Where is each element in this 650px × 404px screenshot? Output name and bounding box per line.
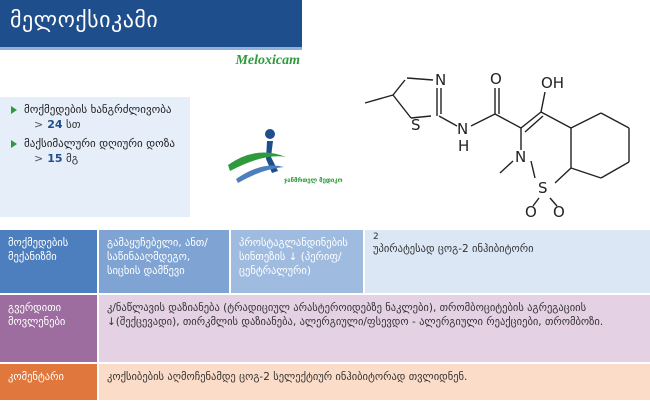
cell-side-effects: კ/ნაწლავის დაზიანება (ტრადიციულ არასტერო… xyxy=(99,295,650,362)
atom-n-thiazine: N xyxy=(515,148,526,166)
table-row-comment: კომენტარი კოქსიბების აღმოჩენამდე ცოგ-2 ს… xyxy=(0,364,650,400)
atom-s-ring: S xyxy=(411,116,421,134)
molecule-bonds xyxy=(364,77,630,207)
logo-swoosh-2-icon xyxy=(236,165,284,183)
atom-oh: OH xyxy=(541,74,564,92)
atom-o-carbonyl: O xyxy=(490,70,502,88)
logo-text: ჯანმრთელ მედიკო xyxy=(284,177,343,184)
max-dose-item: მაქსიმალური დღიური დოზა >15 მგ xyxy=(11,136,190,166)
latin-drug-name: Meloxicam xyxy=(235,53,300,68)
logo-head-icon xyxy=(265,129,275,139)
atom-h-amide: H xyxy=(458,137,469,155)
row-header-comment: კომენტარი xyxy=(0,364,97,400)
chevron-right-icon: > xyxy=(34,118,44,131)
title-divider xyxy=(0,47,302,50)
page-title: მელოქსიკამი xyxy=(0,0,302,47)
molecule-atoms: N S O OH N H N S O O xyxy=(411,70,565,218)
cell-action: გამაყუჩებელი, ანთ/საწინააღმდეგო, სიცხის … xyxy=(99,230,229,293)
atom-o-sulfonyl-2: O xyxy=(553,203,565,218)
max-dose-unit: მგ xyxy=(66,152,79,165)
atom-o-sulfonyl-1: O xyxy=(525,203,537,218)
cell-comment: კოქსიბების აღმოჩენამდე ცოგ-2 სელექტიურ ი… xyxy=(99,364,650,400)
cell-cox2: 2 უპირატესად ცოგ-2 ინჰიბიტორი xyxy=(365,230,650,293)
duration-item: მოქმედების ხანგრძლივობა >24 სთ xyxy=(11,102,190,132)
dosage-info-box: მოქმედების ხანგრძლივობა >24 სთ მაქსიმალუ… xyxy=(0,97,190,217)
atom-n-ring: N xyxy=(435,71,446,89)
brand-logo: ჯანმრთელ მედიკო xyxy=(228,129,343,184)
cell-cox2-text: უპირატესად ცოგ-2 ინჰიბიტორი xyxy=(373,243,534,255)
atom-s-sulfonyl: S xyxy=(538,179,548,197)
chevron-right-icon: > xyxy=(34,152,44,165)
duration-value: 24 xyxy=(47,118,63,131)
cell-cox2-superscript: 2 xyxy=(373,232,379,242)
bullet-icon xyxy=(11,140,17,148)
duration-unit: სთ xyxy=(66,118,81,131)
row-header-mechanism: მოქმედების მექანიზმი xyxy=(0,230,97,293)
max-dose-label: მაქსიმალური დღიური დოზა xyxy=(24,137,175,150)
atom-n-amide: N xyxy=(457,120,468,138)
duration-label: მოქმედების ხანგრძლივობა xyxy=(24,103,172,116)
cell-prostaglandin: პროსტაგლანდინების სინთეზის ↓ (პერიფ/ცენტ… xyxy=(231,230,363,293)
bullet-icon xyxy=(11,106,17,114)
table-row-side-effects: გვერდითი მოვლენები კ/ნაწლავის დაზიანება … xyxy=(0,295,650,362)
max-dose-value: 15 xyxy=(47,152,63,165)
meloxicam-structure: N S O OH N H N S O O xyxy=(364,70,630,218)
table-row-mechanism: მოქმედების მექანიზმი გამაყუჩებელი, ანთ/ს… xyxy=(0,230,650,293)
row-header-side-effects: გვერდითი მოვლენები xyxy=(0,295,97,362)
logo-figure-icon xyxy=(266,141,278,173)
logo-swoosh-icon xyxy=(228,152,286,171)
